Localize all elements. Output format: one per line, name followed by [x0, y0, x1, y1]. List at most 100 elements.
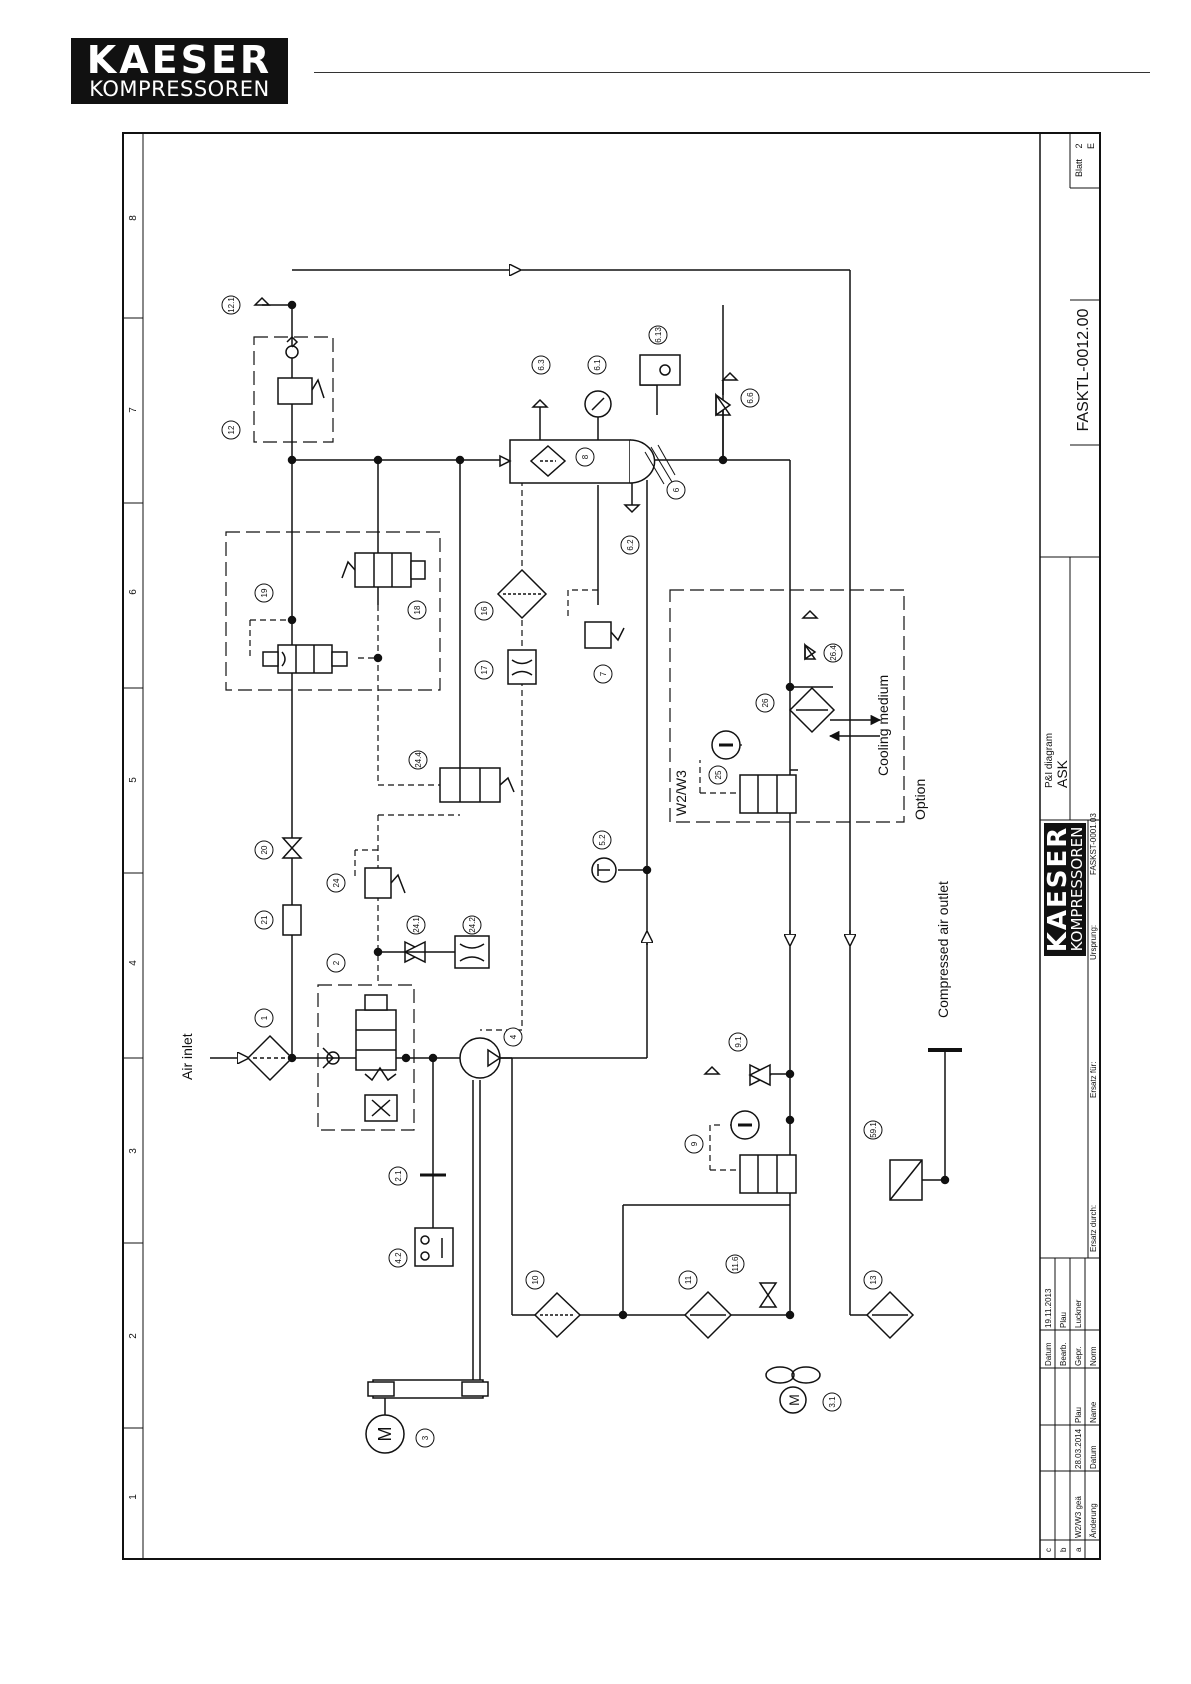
- tag-11-text: 11: [684, 1275, 693, 1284]
- revision-a: a: [1074, 1547, 1083, 1552]
- origin-label: Ursprung:: [1089, 925, 1098, 960]
- junction-node: [287, 300, 297, 310]
- grid-column-labels: 8 7 6 5 4 3 2 1: [128, 215, 139, 1500]
- tag-12-1: 12.1: [221, 295, 241, 315]
- tag-1: 1: [254, 1008, 274, 1028]
- junction-node: [455, 455, 465, 465]
- junction-node: [401, 1053, 411, 1063]
- junction-node: [287, 1053, 297, 1063]
- boundary-12: [253, 336, 334, 443]
- junction-node: [618, 1310, 628, 1320]
- equipment-symbols: M: [246, 296, 950, 1454]
- junction-node: [785, 1310, 795, 1320]
- tag-2: 2: [326, 953, 346, 973]
- junction-node: [373, 653, 383, 663]
- sheet-label: Blatt: [1074, 158, 1084, 177]
- junction-node: [785, 682, 795, 692]
- tag-10: 10: [525, 1270, 545, 1290]
- thermostatic-valve-25: [711, 730, 797, 814]
- tag-16-text: 16: [480, 606, 489, 615]
- revision-header-date: Datum: [1089, 1445, 1098, 1469]
- tag-24-2: 24.2: [462, 915, 482, 935]
- tag-24-4: 24.4: [408, 750, 428, 770]
- fan-motor-3-1: M: [765, 1366, 821, 1414]
- orifice-17: [507, 649, 537, 685]
- junction-node: [287, 615, 297, 625]
- check-valve-9-1: [703, 1063, 772, 1087]
- title-block-logo-line2: KOMPRESSOREN: [1068, 827, 1086, 952]
- grid-label-8: 8: [128, 215, 139, 221]
- solenoid-valve-18: [341, 552, 426, 588]
- meta-datum-value: 19.11.2013: [1044, 1288, 1053, 1328]
- tag-6-3-text: 6.3: [537, 359, 546, 371]
- tag-26-4-text: 26.4: [829, 645, 838, 661]
- junction-node: [785, 1069, 795, 1079]
- tag-3-1: 3.1: [822, 1392, 842, 1412]
- tag-6-3: 6.3: [531, 355, 551, 375]
- tag-6-2-text: 6.2: [626, 539, 635, 551]
- tag-59-1: 59.1: [863, 1120, 883, 1140]
- drawing-number: FASKTL-0012.00: [1075, 309, 1092, 432]
- tag-9: 9: [684, 1134, 704, 1154]
- tag-17: 17: [474, 660, 494, 680]
- tag-4: 4: [503, 1027, 523, 1047]
- label-cooling-medium: Cooling medium: [875, 675, 891, 776]
- label-air-inlet: Air inlet: [179, 1033, 195, 1080]
- tag-4-text: 4: [509, 1034, 518, 1039]
- tag-3: 3: [415, 1428, 435, 1448]
- shutoff-valve-20: [281, 837, 303, 859]
- tag-4-2-text: 4.2: [394, 1252, 403, 1264]
- drain-valve-11-6: [758, 1282, 778, 1308]
- junction-node: [718, 455, 728, 465]
- vent-valve-12-1: [253, 296, 292, 306]
- grid-label-2: 2: [128, 1333, 139, 1339]
- title-block-text: FASKTL-0012.00 Blatt 2 E P&I diagram ASK…: [1043, 143, 1098, 1552]
- component-tags: 1 2 2.1 3 3.1 4 4.2 5.2 6 6.1 6.2 6.3 6.…: [221, 295, 883, 1448]
- sheet-sub: E: [1086, 143, 1096, 149]
- replaces-label: Ersatz für:: [1089, 1062, 1098, 1098]
- tag-20-text: 20: [260, 845, 269, 854]
- pressure-transducer-59-1: [889, 1159, 923, 1201]
- tag-17-text: 17: [480, 665, 489, 674]
- temperature-sensor-5-2: [591, 857, 617, 883]
- cooler-26: [788, 686, 836, 734]
- tag-24-1-text: 24.1: [412, 917, 421, 933]
- revision-a-name: Plau: [1074, 1407, 1083, 1423]
- tag-11-6-text: 11.6: [731, 1256, 740, 1272]
- drive-motor-3: M: [365, 1379, 489, 1454]
- oil-filter-16: [496, 568, 548, 620]
- tag-11: 11: [678, 1270, 698, 1290]
- tag-16: 16: [474, 601, 494, 621]
- tag-20: 20: [254, 840, 274, 860]
- meta-gepr-label: Gepr.: [1074, 1346, 1083, 1366]
- tag-5-2: 5.2: [592, 830, 612, 850]
- diagram-text-labels: Air inlet Compressed air outlet Cooling …: [179, 675, 951, 1080]
- oil-separator-tank-8: [499, 439, 676, 485]
- tag-26-4: 26.4: [823, 643, 843, 663]
- grid-label-4: 4: [128, 960, 139, 966]
- boundary-2: [317, 984, 415, 1131]
- tag-18: 18: [407, 600, 427, 620]
- tag-26: 26: [755, 693, 775, 713]
- tag-59-1-text: 59.1: [869, 1122, 878, 1138]
- tag-9-text: 9: [690, 1141, 699, 1146]
- inlet-valve-2: [322, 994, 398, 1122]
- thermostatic-valve-9: [730, 1110, 797, 1194]
- tag-3-text: 3: [421, 1435, 430, 1440]
- tag-6-1-text: 6.1: [593, 359, 602, 371]
- revision-a-date: 28.03.2014: [1074, 1428, 1083, 1469]
- model-name: ASK: [1054, 759, 1070, 788]
- grid-label-5: 5: [128, 777, 139, 783]
- header-rule: [314, 72, 1150, 73]
- revision-header-change: Änderung: [1089, 1503, 1098, 1538]
- boundary-option: [669, 589, 905, 823]
- tag-6-13-text: 6.13: [654, 327, 663, 343]
- tag-7: 7: [593, 664, 613, 684]
- junction-node: [428, 1053, 438, 1063]
- tag-10-text: 10: [531, 1275, 540, 1284]
- tag-1-text: 1: [260, 1015, 269, 1020]
- meta-gepr-value: Luckner: [1074, 1299, 1083, 1328]
- tag-3-1-text: 3.1: [828, 1396, 837, 1408]
- revision-a-change: W2/W3 geä: [1074, 1496, 1083, 1538]
